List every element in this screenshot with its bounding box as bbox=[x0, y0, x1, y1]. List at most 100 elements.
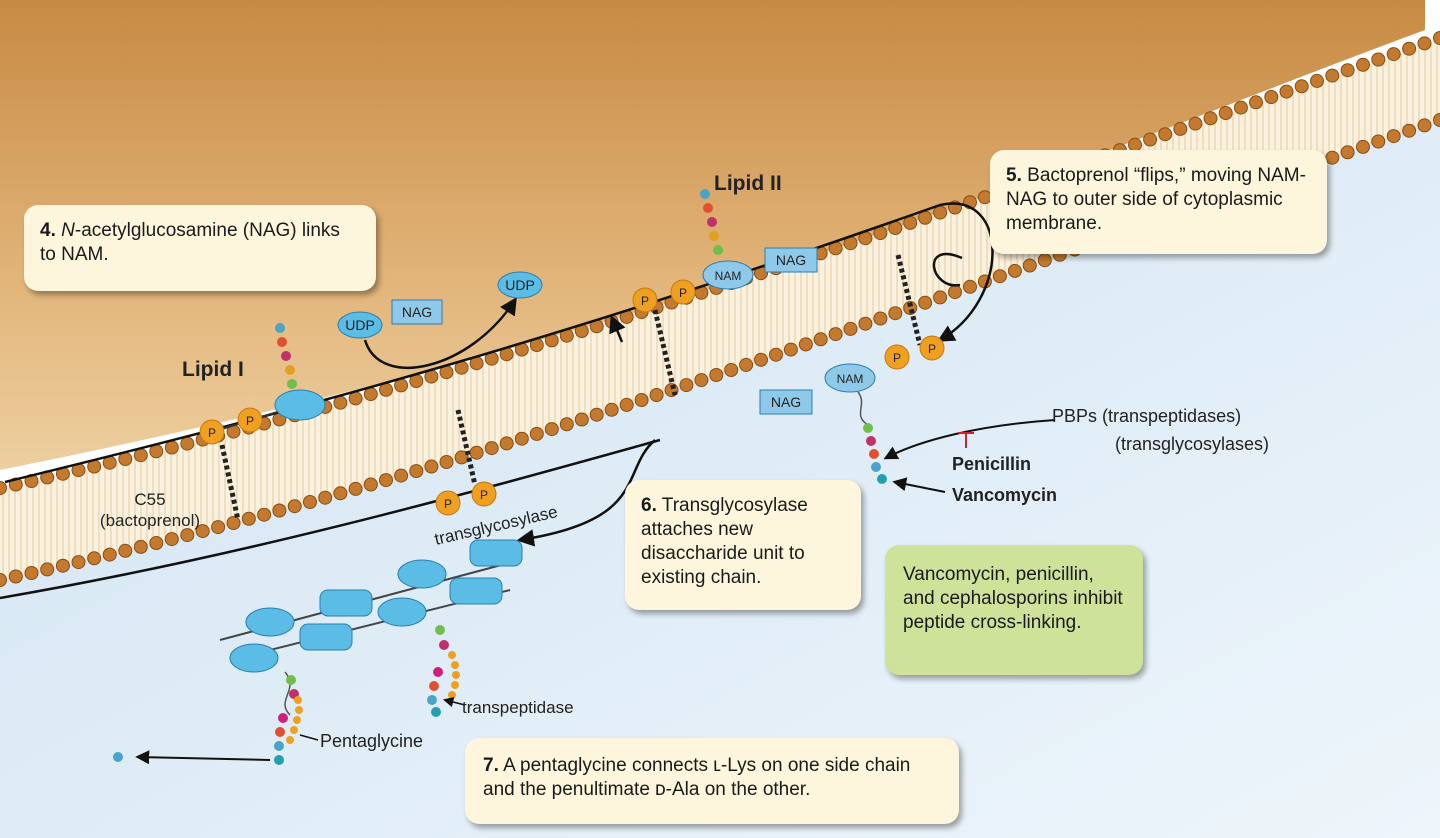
phospholipid-head bbox=[873, 311, 888, 326]
udp-label: UDP bbox=[345, 317, 375, 333]
phospholipid-head bbox=[40, 562, 55, 577]
phospholipid-head bbox=[24, 566, 39, 580]
peptidoglycan-chains bbox=[219, 539, 523, 673]
phospholipid-head bbox=[1386, 47, 1401, 62]
step-number: 4. bbox=[40, 220, 56, 241]
phospholipid-head bbox=[1371, 52, 1386, 67]
phospholipid-head bbox=[71, 555, 86, 570]
phospholipid-head bbox=[514, 431, 529, 446]
phospholipid-head bbox=[1294, 79, 1309, 94]
phospholipid-head bbox=[363, 477, 378, 492]
phospholipid-head bbox=[1173, 121, 1188, 136]
transglycosylase-arrow bbox=[516, 439, 656, 547]
nag-label: NAG bbox=[771, 394, 801, 410]
phospholipid-head bbox=[8, 569, 23, 584]
step4-italic: N bbox=[61, 220, 75, 241]
phosphate-label: P bbox=[208, 426, 216, 440]
pyrophosphate-bactoprenol bbox=[435, 481, 497, 516]
phospholipid-head bbox=[1402, 41, 1417, 56]
phospholipid-head bbox=[180, 436, 195, 451]
phospholipid-head bbox=[739, 357, 754, 372]
phospholipid-head bbox=[1218, 106, 1233, 120]
phospholipid-head bbox=[394, 468, 409, 483]
membrane-outer-leaflet bbox=[0, 113, 1440, 587]
phospholipid-head bbox=[180, 528, 195, 543]
phospholipid-head bbox=[933, 290, 948, 305]
phospholipid-head bbox=[102, 547, 117, 562]
lipid-i-molecule bbox=[199, 323, 326, 445]
step-number: 5. bbox=[1006, 165, 1022, 186]
phospholipid-head bbox=[619, 397, 634, 412]
phospholipid-head bbox=[918, 295, 933, 310]
phospholipid-head bbox=[1340, 145, 1355, 160]
phospholipid-head bbox=[195, 524, 210, 539]
inhibitor-callout: Vancomycin, penicillin, and cephalospori… bbox=[885, 545, 1143, 675]
transpeptidase-label: transpeptidase bbox=[462, 698, 574, 717]
phospholipid-head bbox=[1007, 263, 1022, 278]
phospholipid-head bbox=[333, 486, 348, 501]
phospholipid-head bbox=[484, 441, 499, 456]
bactoprenol-label: (bactoprenol) bbox=[100, 511, 200, 530]
phospholipid-head bbox=[1249, 95, 1263, 110]
pbp-arrow bbox=[883, 419, 1056, 460]
phospholipid-head bbox=[1325, 150, 1340, 165]
nag-label: NAG bbox=[776, 252, 806, 268]
flip-loop bbox=[932, 252, 963, 287]
phospholipid-head bbox=[55, 558, 70, 573]
phospholipid-head bbox=[379, 473, 393, 488]
inhibitor-text: Vancomycin, penicillin, and cephalospori… bbox=[903, 564, 1123, 633]
phospholipid-head bbox=[1417, 36, 1432, 51]
phospholipid-head bbox=[499, 436, 514, 451]
phospholipid-head bbox=[1356, 57, 1370, 72]
phospholipid-head bbox=[257, 507, 272, 522]
step4-callout: 4. N-acetylglucosamine (NAG) links to NA… bbox=[24, 205, 376, 291]
phospholipid-head bbox=[272, 503, 287, 518]
phospholipid-head bbox=[1310, 73, 1324, 88]
nam-label: NAM bbox=[837, 372, 864, 386]
bactoprenol-chain bbox=[219, 444, 241, 521]
phospholipid-head bbox=[1340, 63, 1355, 78]
vancomycin-label: Vancomycin bbox=[952, 485, 1057, 505]
phospholipid-head bbox=[348, 391, 363, 406]
phospholipid-head bbox=[1037, 253, 1052, 268]
phospholipid-head bbox=[1371, 134, 1386, 149]
phospholipid-head bbox=[241, 511, 256, 526]
phospholipid-head bbox=[604, 402, 619, 417]
step5-callout: 5. Bactoprenol “flips,” moving NAM-NAG t… bbox=[990, 150, 1327, 254]
phospholipid-head bbox=[783, 342, 798, 357]
phospholipid-head bbox=[1188, 116, 1203, 131]
nam-label: NAM bbox=[715, 269, 742, 283]
phosphate-label: P bbox=[641, 294, 649, 308]
recycle-line bbox=[0, 438, 661, 600]
phospholipid-head bbox=[1417, 118, 1432, 133]
step6-text: Transglycosylase attaches new disacchari… bbox=[641, 495, 808, 588]
phospholipid-head bbox=[1264, 90, 1279, 104]
udp-label: UDP bbox=[505, 277, 535, 293]
step4-text: -acetylglucosamine (NAG) links to NAM. bbox=[40, 220, 340, 265]
phosphate-label: P bbox=[480, 488, 488, 502]
phospholipid-head bbox=[544, 422, 559, 437]
phospholipid-head bbox=[1325, 68, 1340, 83]
phospholipid-head bbox=[211, 520, 226, 535]
peptide-side-chains bbox=[113, 625, 460, 765]
phospholipid-head bbox=[333, 395, 348, 410]
phospholipid-head bbox=[933, 205, 948, 220]
phospholipid-head bbox=[287, 499, 302, 514]
pentaglycine-label: Pentaglycine bbox=[320, 731, 423, 751]
pbps-label: PBPs (transpeptidases) bbox=[1052, 406, 1241, 426]
phospholipid-head bbox=[0, 481, 7, 495]
nag-label: NAG bbox=[402, 304, 432, 320]
phospholipid-head bbox=[469, 445, 484, 460]
phospholipid-head bbox=[439, 455, 454, 469]
phospholipid-head bbox=[1203, 111, 1218, 126]
phospholipid-head bbox=[679, 378, 694, 393]
phospholipid-head bbox=[918, 210, 933, 225]
phospholipid-head bbox=[164, 532, 179, 547]
transpeptidase-arrow bbox=[442, 696, 466, 708]
phospholipid-head bbox=[559, 417, 574, 432]
phospholipid-head bbox=[226, 516, 241, 530]
flipped-lipid-ii bbox=[759, 335, 945, 484]
phospholipid-head bbox=[1143, 132, 1158, 147]
phospholipid-head bbox=[948, 285, 962, 300]
